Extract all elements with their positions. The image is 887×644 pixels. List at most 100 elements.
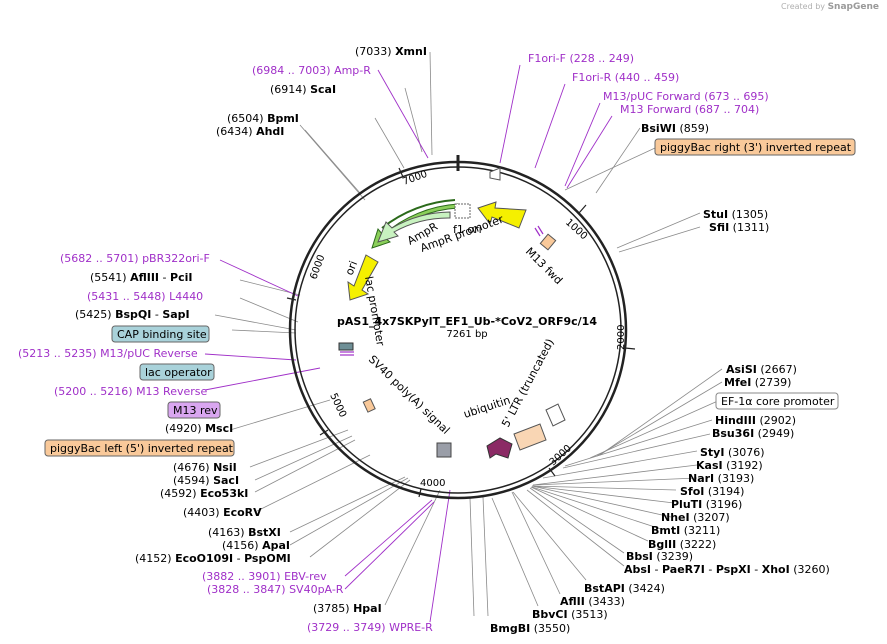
svg-text:F1ori-R (440 .. 459): F1ori-R (440 .. 459) [572, 71, 679, 84]
bglii-pos: (3222) [680, 538, 717, 551]
aflii-pos: (3433) [588, 595, 625, 608]
styi-pos: (3076) [728, 446, 765, 459]
wpre-pos: (3729 .. 3749) [307, 621, 386, 634]
feature-arcs[interactable] [338, 167, 566, 459]
pspomi-name: PspOMI [244, 552, 291, 565]
bmgbi-name: BmgBI [490, 622, 530, 635]
bmgbi-pos: (3550) [534, 622, 571, 635]
bbvci-pos: (3513) [571, 608, 608, 621]
bmti-pos: (3211) [684, 524, 721, 537]
svg-text:(6434) AhdI: (6434) AhdI [216, 125, 284, 138]
afliii-sep: - [163, 271, 167, 284]
mfei-pos: (2739) [755, 376, 792, 389]
m13rev-box [167, 401, 221, 419]
svg-text:(5200 .. 5216) M13 Reverse: (5200 .. 5216) M13 Reverse [54, 385, 207, 398]
pcii-name: PciI [170, 271, 192, 284]
ori-feature [347, 254, 379, 301]
feature-label-ori: ori [343, 259, 360, 277]
scai-name: ScaI [310, 83, 336, 96]
svg-text:KasI (3192): KasI (3192) [696, 459, 763, 472]
m13fwd-pos: (687 .. 704) [695, 103, 760, 116]
bbsi-pos: (3239) [656, 550, 693, 563]
bstxi-name: BstXI [248, 526, 281, 539]
apai-name: ApaI [262, 539, 290, 552]
asisi-name: AsiSI [726, 363, 757, 376]
m13rev-box-text: M13 rev [173, 404, 218, 417]
ampr-primer-pos: (6984 .. 7003) [252, 64, 331, 77]
stui-name: StuI [703, 208, 728, 221]
pb-right-box [654, 138, 856, 156]
svg-text:(4156) ApaI: (4156) ApaI [222, 539, 290, 552]
tick-2000: 2000 [616, 325, 627, 350]
nhei-pos: (3207) [693, 511, 730, 524]
m13puc-fwd-name: M13/pUC Forward [603, 90, 701, 103]
plasmid-size: 7261 bp [446, 329, 487, 340]
plasmid-name: pAS1_4x7SKPylT_EF1_Ub-*CoV2_ORF9c/14 [337, 315, 597, 328]
kasi-pos: (3192) [726, 459, 763, 472]
tick-marks [286, 167, 636, 498]
svg-text:BstAPI (3424): BstAPI (3424) [584, 582, 665, 595]
svg-text:BsiWI (859): BsiWI (859) [641, 122, 709, 135]
bbsi-name: BbsI [626, 550, 653, 563]
pluti-pos: (3196) [706, 498, 743, 511]
msci-name: MscI [205, 422, 233, 435]
svg-text:(5431 .. 5448) L4440: (5431 .. 5448) L4440 [87, 290, 203, 303]
svg-text:(3882 .. 3901) EBV-rev: (3882 .. 3901) EBV-rev [202, 570, 327, 583]
hindiii-name: HindIII [715, 414, 756, 427]
pbr-primer-pos: (5682 .. 5701) [60, 252, 139, 265]
afliii-pos: (5541) [90, 271, 127, 284]
ahdi-name: AhdI [256, 125, 284, 138]
svg-text:(5682 .. 5701) pBR322ori-F: (5682 .. 5701) pBR322ori-F [60, 252, 210, 265]
svg-text:MfeI (2739): MfeI (2739) [724, 376, 791, 389]
white-arrow-feature [545, 403, 566, 427]
tick-4000: 4000 [420, 478, 445, 489]
hpai-pos: (3785) [313, 602, 350, 615]
feature-label-sv40: SV40 poly(A) signal [366, 353, 452, 437]
nari-name: NarI [688, 472, 714, 485]
watermark-prefix: Created by [781, 2, 826, 11]
paer7i-name: PaeR7I [662, 563, 705, 576]
svg-text:StyI (3076): StyI (3076) [700, 446, 765, 459]
bspqi-name: BspQI [115, 308, 151, 321]
svg-text:BmgBI (3550): BmgBI (3550) [490, 622, 570, 635]
site-labels-top-left[interactable]: (7033) XmnI (6984 .. 7003) Amp-R (6914) … [18, 45, 433, 634]
bstxi-pos: (4163) [208, 526, 245, 539]
snapgene-watermark: Created by SnapGene [781, 2, 879, 12]
nsii-name: NsiI [213, 461, 237, 474]
nari-pos: (3193) [718, 472, 755, 485]
ampr-feature [377, 211, 451, 243]
small-arrow-feature [489, 167, 501, 181]
svg-text:Bsu36I (2949): Bsu36I (2949) [712, 427, 794, 440]
svg-text:AflII (3433): AflII (3433) [560, 595, 625, 608]
bspqi-pos: (5425) [75, 308, 112, 321]
xmni-pos: (7033) [355, 45, 392, 58]
bpmi-pos: (6504) [227, 112, 264, 125]
ef1a-box [715, 392, 839, 410]
ahdi-pos: (6434) [216, 125, 253, 138]
sv40pa-name: SV40pA-R [289, 583, 344, 596]
absi-pos: (3260) [793, 563, 830, 576]
site-labels-bottom-right[interactable]: BmgBI (3550) BbvCI (3513) AflII (3433) B… [490, 52, 856, 635]
m13-rev-primer-name: M13 Reverse [136, 385, 207, 398]
lac-box [139, 363, 215, 381]
svg-text:SfiI (1311): SfiI (1311) [709, 221, 769, 234]
svg-text:F1ori-F (228 .. 249): F1ori-F (228 .. 249) [528, 52, 634, 65]
bswi-pos: (859) [679, 122, 709, 135]
m13puc-rev-pos: (5213 .. 5235) [18, 347, 97, 360]
svg-text:(5213 .. 5235) M13/pUC Revers: (5213 .. 5235) M13/pUC Reverse [18, 347, 198, 360]
svg-text:BmtI (3211): BmtI (3211) [651, 524, 720, 537]
afliii-name: AflIII [130, 271, 159, 284]
nhei-name: NheI [661, 511, 690, 524]
bswi-name: BsiWI [641, 122, 676, 135]
svg-text:(5425) BspQI - SapI: (5425) BspQI - SapI [75, 308, 190, 321]
sfii-pos: (1311) [733, 221, 770, 234]
ampr-promoter-feature [454, 203, 471, 219]
m13puc-rev-name: M13/pUC Reverse [100, 347, 198, 360]
eco109-sep: - [237, 552, 241, 565]
svg-text:(4592) Eco53kI: (4592) Eco53kI [160, 487, 248, 500]
feature-label-m13-fwd: M13 fwd [523, 245, 565, 287]
svg-text:(7033) XmnI: (7033) XmnI [355, 45, 427, 58]
styi-name: StyI [700, 446, 724, 459]
ecorv-pos: (4403) [183, 506, 220, 519]
svg-text:(3785) HpaI: (3785) HpaI [313, 602, 382, 615]
